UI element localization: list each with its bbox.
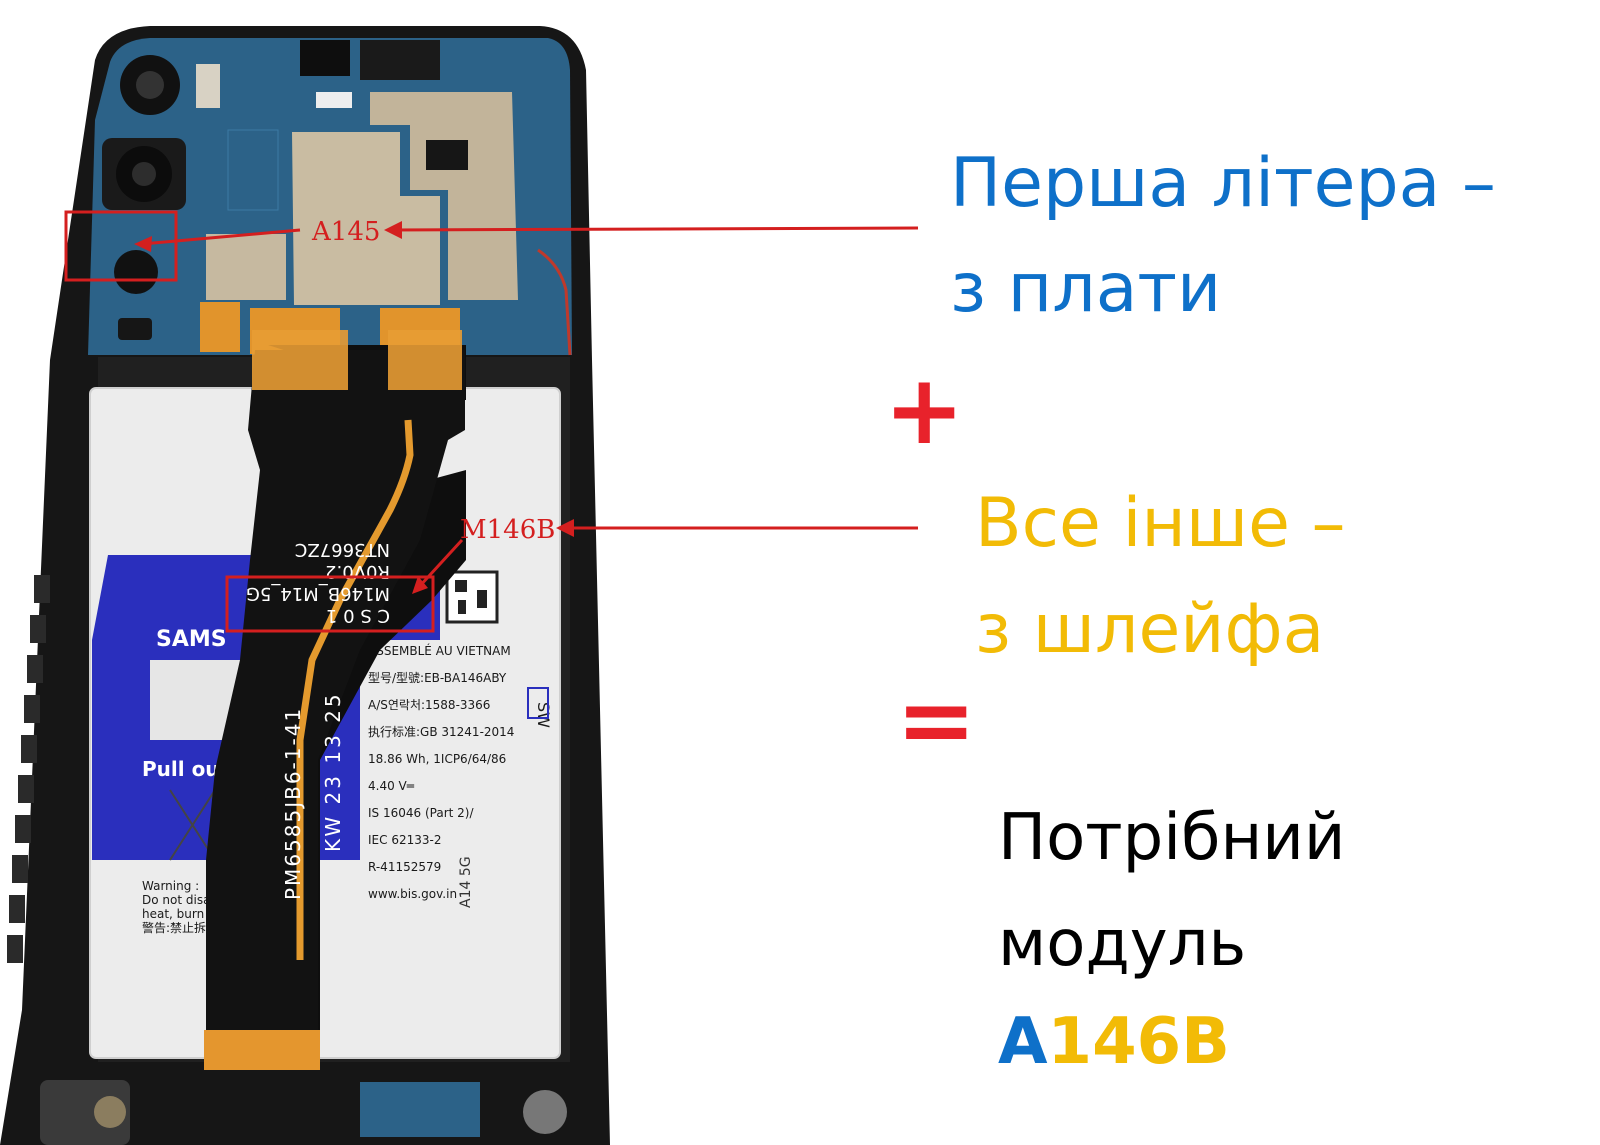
flex-text-line: NT3667ZC [295,539,390,560]
equals-sign: = [896,664,977,776]
battery-label-line: 型号/型號:EB-BA146ABY [368,671,507,685]
warning-line: 警告:禁止拆 [142,920,206,935]
battery-label-line: IS 16046 (Part 2)/ [368,806,474,820]
vibration-motor [523,1090,567,1134]
flex-text-line: R0V0.2 [325,561,390,582]
battery-label-line: www.bis.gov.in [368,887,457,901]
battery-label-line: IEC 62133-2 [368,833,441,847]
battery-label-line: A/S연락처:1588-3366 [368,698,490,712]
battery-label-line: 18.86 Wh, 1ICP6/64/86 [368,752,506,766]
battery-label-lines: ASSEMBLÉ AU VIETNAM 型号/型號:EB-BA146ABY A/S연… [368,643,514,901]
phone-photo: SAMS Pull out ASSEMBLÉ AU VIETNAM型号/型號:E… [0,26,610,1145]
flex-text-line: M146B_M14_5G [246,583,390,604]
cable-line-2: з шлейфа [975,590,1325,669]
battery-label-line: R-41152579 [368,860,441,874]
svg-text:SAMS: SAMS [156,627,227,652]
cable-highlight-box [225,575,435,633]
battery-label-line: ASSEMBLÉ AU VIETNAM [368,643,511,658]
cable-code-label: M146B [460,515,555,545]
shield-center [292,132,440,305]
board-code-label: A145 [311,217,380,247]
svg-text:SW: SW [534,702,553,728]
shield-right [370,92,518,300]
qr-code [445,570,499,624]
board-highlight-box [64,210,178,282]
shield-left [206,234,286,300]
module-code-rest: 146B [1047,1005,1230,1079]
frame-left-segments [7,575,50,963]
module-code-first-letter: A [998,1005,1048,1079]
battery-label-line: 执行标准:GB 31241-2014 [368,725,514,739]
svg-text:KW 23 13 25: KW 23 13 25 [321,691,345,852]
warning-line: Warning : [142,879,199,893]
plus-sign: + [884,354,965,466]
cable-line-1: Все інше – [975,484,1346,563]
board-line-2: з плати [950,249,1222,328]
camera-small [114,250,158,294]
result-line-1: Потрібний [998,801,1346,875]
module-code: A146B [998,1010,1230,1074]
battery-label-line: 4.40 V═ [368,779,415,793]
svg-text:A14 5G: A14 5G [458,856,474,908]
result-line-2: модуль [998,907,1247,981]
svg-text:PM6585JB6-1-41: PM6585JB6-1-41 [281,707,305,900]
flex-text-line: C S 0 1 [326,605,390,626]
board-line-1: Перша літера – [950,144,1496,223]
